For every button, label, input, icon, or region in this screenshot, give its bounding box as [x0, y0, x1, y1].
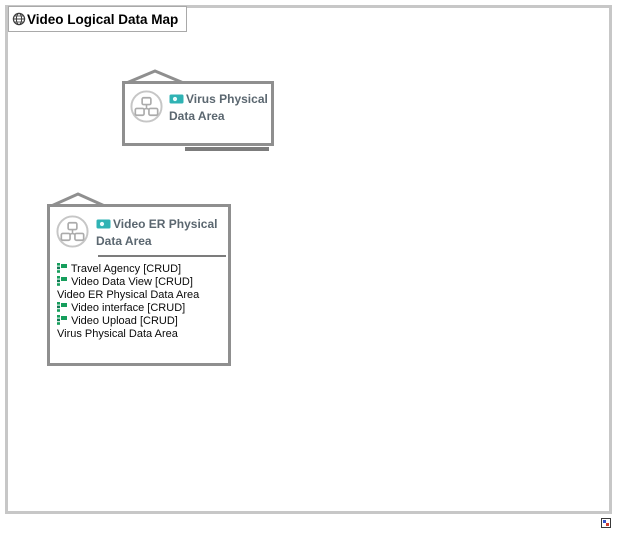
entity-row[interactable]: Video Data View [CRUD] — [57, 276, 229, 289]
marker-blue-square — [603, 520, 606, 523]
data-area-title-text: Virus Physical Data Area — [169, 92, 268, 123]
entity-icon — [57, 263, 67, 273]
entity-label: Video Upload [CRUD] — [71, 315, 178, 327]
subject-area-icon — [96, 219, 111, 229]
entity-icon — [57, 302, 67, 312]
entity-row[interactable]: Video interface [CRUD] — [57, 302, 229, 315]
entity-icon — [57, 315, 67, 325]
data-area-shape-virus[interactable]: Virus Physical Data Area — [122, 68, 274, 152]
title-separator — [185, 147, 269, 151]
data-area-title: Video ER Physical Data Area — [96, 216, 226, 250]
entity-label: Video Data View [CRUD] — [71, 276, 193, 288]
entity-row[interactable]: Travel Agency [CRUD] — [57, 263, 229, 276]
diagram-title: Video Logical Data Map — [27, 11, 179, 27]
resize-handle-icon[interactable] — [601, 518, 611, 528]
entity-list: Travel Agency [CRUD] Video Data View [CR… — [57, 263, 229, 341]
data-area-body[interactable]: Virus Physical Data Area — [122, 81, 274, 146]
subject-area-icon — [169, 94, 184, 104]
data-area-body[interactable]: Video ER Physical Data Area Travel Agenc… — [47, 204, 231, 366]
title-separator — [98, 255, 226, 257]
diagram-title-tab: Video Logical Data Map — [8, 6, 188, 32]
data-area-shape-video-er[interactable]: Video ER Physical Data Area Travel Agenc… — [47, 191, 232, 371]
mapped-area-row[interactable]: Virus Physical Data Area — [57, 328, 229, 341]
data-area-title: Virus Physical Data Area — [169, 91, 269, 125]
globe-icon — [12, 12, 26, 26]
model-icon — [56, 215, 89, 248]
entity-label: Video interface [CRUD] — [71, 302, 186, 314]
model-icon — [130, 90, 163, 123]
mapped-area-row[interactable]: Video ER Physical Data Area — [57, 289, 229, 302]
entity-row[interactable]: Video Upload [CRUD] — [57, 315, 229, 328]
mapped-area-label: Virus Physical Data Area — [57, 328, 178, 340]
data-area-title-text: Video ER Physical Data Area — [96, 217, 218, 248]
mapped-area-label: Video ER Physical Data Area — [57, 289, 200, 301]
marker-red-square — [606, 523, 609, 526]
entity-label: Travel Agency [CRUD] — [70, 263, 182, 275]
entity-icon — [57, 276, 67, 286]
